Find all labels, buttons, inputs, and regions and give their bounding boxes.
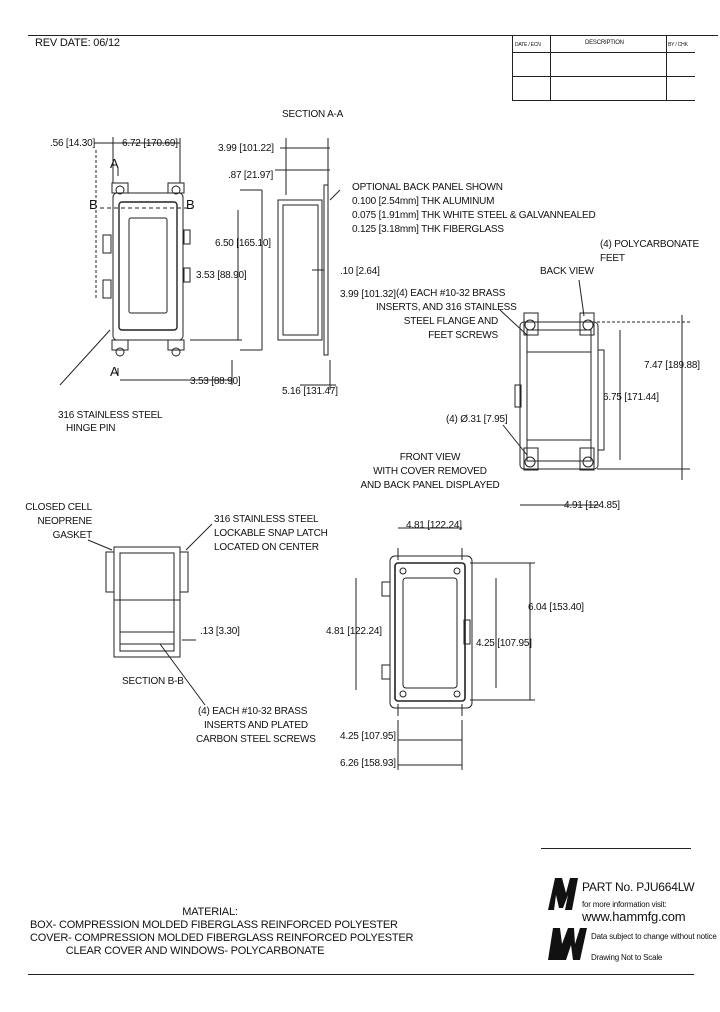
website-url: www.hammfg.com xyxy=(582,909,686,924)
dim-010: .10 [2.64] xyxy=(340,266,380,277)
more-info: for more information visit: xyxy=(582,900,667,909)
rev-col-date: DATE / ECN xyxy=(515,42,541,48)
label-b-left: B xyxy=(89,197,98,212)
dim-087: .87 [21.97] xyxy=(228,170,274,181)
inserts-note-line3: STEEL FLANGE AND xyxy=(403,316,498,327)
dim-013: .13 [3.30] xyxy=(200,626,240,637)
label-a-bottom: A xyxy=(110,364,119,379)
dim-481-top: 4.81 [122.24] xyxy=(406,520,462,531)
section-aa-title: SECTION A-A xyxy=(282,109,344,120)
dim-516: 5.16 [131.47] xyxy=(282,386,338,397)
dim-425-bottom: 4.25 [107.95] xyxy=(340,731,396,742)
inserts-note-line1: (4) EACH #10-32 BRASS xyxy=(396,288,506,299)
frame-bottom xyxy=(28,974,694,975)
hinge-note-line1: 316 STAINLESS STEEL xyxy=(58,410,163,421)
disclaimer: Data subject to change without notice xyxy=(591,932,717,941)
cover-removed-line2: WITH COVER REMOVED xyxy=(373,466,487,477)
dim-031: (4) Ø.31 [7.95] xyxy=(446,414,508,425)
section-bb-title: SECTION B-B xyxy=(122,676,184,687)
dim-353-vertical: 3.53 [88.90] xyxy=(196,270,247,281)
label-a-top: A xyxy=(110,156,119,171)
material-line1: BOX- COMPRESSION MOLDED FIBERGLASS REINF… xyxy=(30,919,398,931)
screws-note-line2: INSERTS AND PLATED xyxy=(204,720,308,731)
latch-note-line1: 316 STAINLESS STEEL xyxy=(214,514,319,525)
back-view-title: BACK VIEW xyxy=(540,266,594,277)
dim-399b: 3.99 [101.32] xyxy=(340,289,396,300)
dim-399: 3.99 [101.22] xyxy=(218,143,274,154)
dim-481-left: 4.81 [122.24] xyxy=(326,626,382,637)
rev-date: REV DATE: 06/12 xyxy=(35,37,120,49)
rev-col-by: BY / CHK xyxy=(668,42,688,48)
rev-frame-top xyxy=(28,35,718,36)
feet-note-line1: (4) POLYCARBONATE xyxy=(600,239,700,250)
cover-removed-line3: AND BACK PANEL DISPLAYED xyxy=(360,480,500,491)
gasket-note-line1: CLOSED CELL xyxy=(25,502,92,513)
dim-425-right: 4.25 [107.95] xyxy=(476,638,532,649)
screws-note-line1: (4) EACH #10-32 BRASS xyxy=(198,706,308,717)
dim-626: 6.26 [158.93] xyxy=(340,758,396,769)
backpanel-note-3: 0.125 [3.18mm] THK FIBERGLASS xyxy=(352,224,504,235)
rev-col-desc: DESCRIPTION xyxy=(585,40,624,46)
latch-note-line3: LOCATED ON CENTER xyxy=(214,542,319,553)
material-line2: COVER- COMPRESSION MOLDED FIBERGLASS REI… xyxy=(30,932,414,944)
revision-block: DATE / ECN DESCRIPTION BY / CHK xyxy=(512,35,695,101)
screws-note-line3: CARBON STEEL SCREWS xyxy=(196,734,316,745)
inserts-note-line2: INSERTS, AND 316 STAINLESS xyxy=(376,302,517,313)
dim-353-horizontal: 3.53 [88.90] xyxy=(190,376,241,387)
latch-note-line2: LOCKABLE SNAP LATCH xyxy=(214,528,328,539)
dim-650: 6.50 [165.10] xyxy=(215,238,271,249)
label-b-right: B xyxy=(186,197,195,212)
dim-491: 4.91 [124.85] xyxy=(564,500,620,511)
part-number: PART No. PJU664LW xyxy=(582,880,695,894)
gasket-note-line2: NEOPRENE xyxy=(37,516,92,527)
backpanel-note-title: OPTIONAL BACK PANEL SHOWN xyxy=(352,182,503,193)
dim-747: 7.47 [189.88] xyxy=(644,360,700,371)
dim-056: .56 [14.30] xyxy=(50,138,96,149)
inserts-note-line4: FEET SCREWS xyxy=(428,330,498,341)
hinge-note-line2: HINGE PIN xyxy=(66,423,116,434)
dim-672: 6.72 [170.69] xyxy=(122,138,178,149)
backpanel-note-2: 0.075 [1.91mm] THK WHITE STEEL & GALVANN… xyxy=(352,210,596,221)
dim-675: 6.75 [171.44] xyxy=(603,392,659,403)
scale-note: Drawing Not to Scale xyxy=(591,953,663,962)
cover-removed-line1: FRONT VIEW xyxy=(399,452,461,463)
titleblock-top-rule xyxy=(541,848,691,849)
material-title: MATERIAL: xyxy=(182,906,238,918)
material-line3: CLEAR COVER AND WINDOWS- POLYCARBONATE xyxy=(65,945,325,957)
feet-note-line2: FEET xyxy=(600,253,625,264)
dim-604: 6.04 [153.40] xyxy=(528,602,584,613)
backpanel-note-1: 0.100 [2.54mm] THK ALUMINUM xyxy=(352,196,495,207)
gasket-note-line3: GASKET xyxy=(52,530,93,541)
